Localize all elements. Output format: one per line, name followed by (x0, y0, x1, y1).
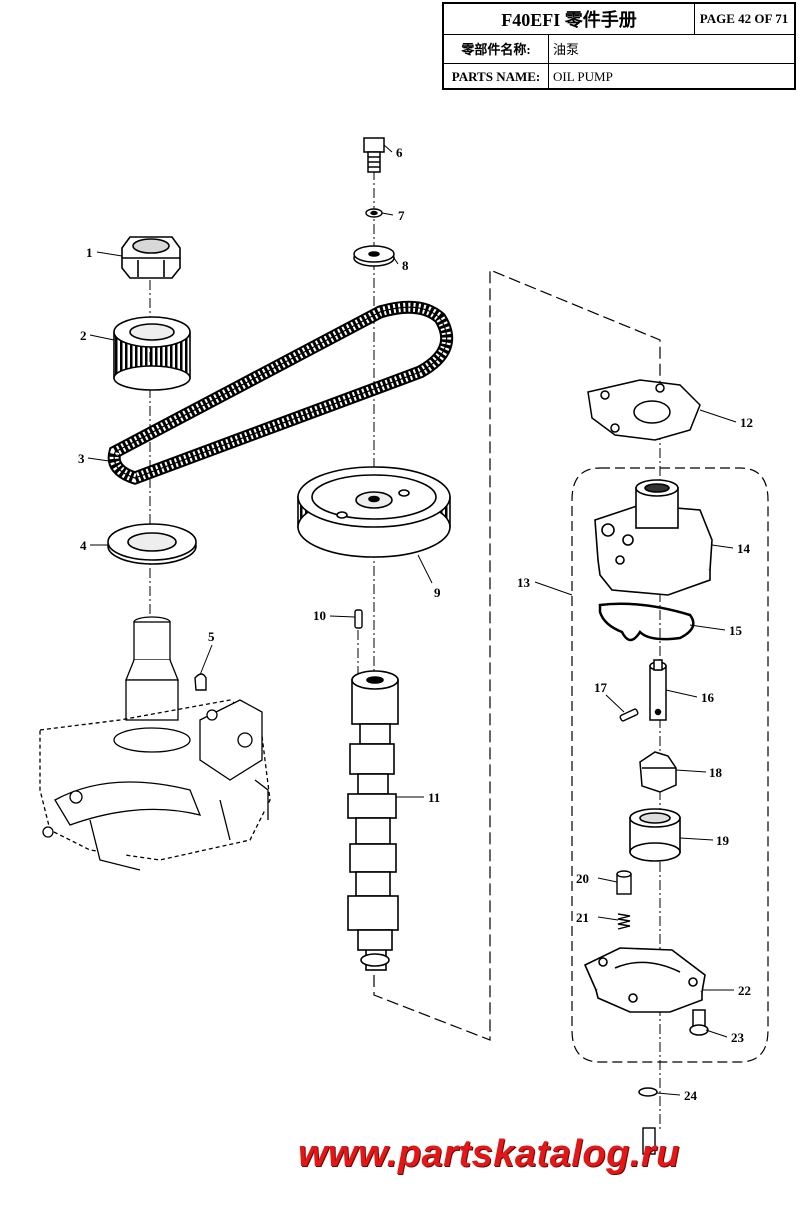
callout-23: 23 (731, 1030, 745, 1045)
dowel-pin (354, 609, 363, 629)
callout-6: 6 (396, 145, 403, 160)
callout-11: 11 (428, 790, 440, 805)
manual-title: F40EFI 零件手册 (444, 4, 695, 34)
callout-1: 1 (86, 245, 93, 260)
callout-8: 8 (402, 258, 409, 273)
callout-10: 10 (313, 608, 326, 623)
part-name-en-value: OIL PUMP (553, 68, 613, 84)
callout-19: 19 (716, 833, 730, 848)
callout-14: 14 (737, 541, 751, 556)
bottom-stud (642, 1127, 656, 1155)
callout-24: 24 (684, 1088, 698, 1103)
pump-assembly-boundary (571, 467, 769, 1063)
part-name-cn-value: 油泵 (553, 42, 580, 57)
pump-o-ring (598, 602, 695, 642)
crank-pulley (113, 316, 191, 391)
title-block: F40EFI 零件手册 PAGE 42 OF 71 零部件名称: 油泵 PART… (442, 2, 796, 90)
callout-4: 4 (80, 538, 87, 553)
callout-7: 7 (398, 208, 405, 223)
callout-17: 17 (594, 680, 608, 695)
engine-block (39, 616, 271, 871)
flat-washer (107, 523, 197, 565)
cam-pulley (297, 466, 451, 558)
spring-washer (365, 208, 383, 218)
callout-21: 21 (576, 910, 589, 925)
callout-13: 13 (517, 575, 531, 590)
center-lines (149, 170, 661, 1130)
pump-shaft (649, 659, 667, 721)
part-name-cn-row: 零部件名称: 油泵 (444, 34, 794, 64)
callout-2: 2 (80, 328, 87, 343)
part-name-cn-label: 零部件名称: (444, 34, 549, 63)
callout-9: 9 (434, 585, 441, 600)
callout-12: 12 (740, 415, 753, 430)
timing-belt (107, 300, 454, 485)
pump-gasket (587, 379, 701, 441)
washer-24 (638, 1087, 658, 1097)
camshaft (347, 670, 399, 971)
callout-18: 18 (709, 765, 723, 780)
callout-15: 15 (729, 623, 743, 638)
pump-cover (583, 947, 706, 1013)
relief-spring (617, 913, 631, 930)
pump-body (594, 479, 713, 596)
part-name-en-label: PARTS NAME: (444, 63, 549, 90)
callout-16: 16 (701, 690, 715, 705)
shaft-connector-line (373, 269, 661, 1041)
nut (121, 236, 181, 279)
leader-lines (87, 144, 737, 1096)
page-number: PAGE 42 OF 71 (699, 11, 789, 26)
woodruff-key (194, 673, 207, 691)
drive-pin (619, 708, 639, 722)
part-name-en-row: PARTS NAME: OIL PUMP (444, 63, 794, 90)
cover-screw (689, 1009, 709, 1036)
relief-pin (616, 870, 632, 895)
washer-8 (353, 245, 395, 267)
callout-22: 22 (738, 983, 751, 998)
callout-5: 5 (208, 629, 215, 644)
title-row: F40EFI 零件手册 PAGE 42 OF 71 (444, 4, 794, 35)
outer-rotor (629, 808, 681, 862)
inner-rotor (639, 751, 677, 793)
callout-20: 20 (576, 871, 589, 886)
bolt-6 (363, 137, 385, 173)
callout-3: 3 (78, 451, 85, 466)
watermark-link[interactable]: www.partskatalog.ru (298, 1133, 680, 1175)
callout-labels: 1 2 3 4 5 6 7 8 9 10 11 12 13 14 15 16 1… (78, 145, 753, 1103)
